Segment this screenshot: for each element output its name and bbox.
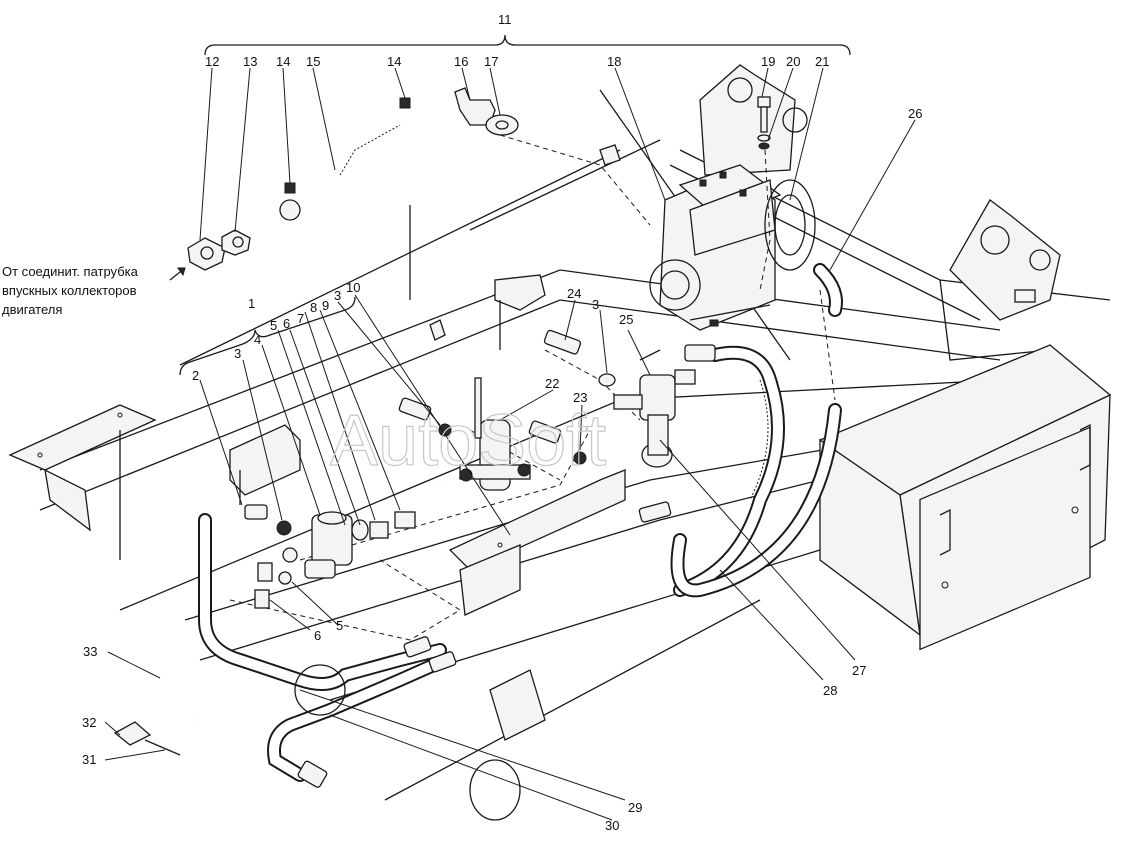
- callout-3: 3: [234, 346, 241, 361]
- callout-18: 18: [607, 54, 621, 69]
- callout-29: 29: [628, 800, 642, 815]
- callout-21: 21: [815, 54, 829, 69]
- callout-numbers: 11 12 13 14 15 14 16 17 18 19 20 21 26 1…: [82, 12, 922, 833]
- callout-31: 31: [82, 752, 96, 767]
- callout-24: 24: [567, 286, 581, 301]
- callout-17: 17: [484, 54, 498, 69]
- bolt-19: [757, 96, 771, 150]
- callout-11: 11: [498, 12, 512, 27]
- clamp: [113, 663, 196, 756]
- callout-2: 2: [192, 368, 199, 383]
- note-line-3: двигателя: [2, 302, 62, 317]
- callout-7: 7: [297, 311, 304, 326]
- callout-32: 32: [82, 715, 96, 730]
- callout-6: 6: [283, 316, 290, 331]
- callout-3: 3: [592, 297, 599, 312]
- callout-5: 5: [270, 318, 277, 333]
- callout-16: 16: [454, 54, 468, 69]
- note-line-2: впускных коллекторов: [2, 283, 137, 298]
- callout-33: 33: [83, 644, 97, 659]
- watermark: AutoSoft: [330, 401, 606, 481]
- callout-6: 6: [314, 628, 321, 643]
- callout-20: 20: [786, 54, 800, 69]
- note-line-1: От соединит. патрубка: [2, 264, 139, 279]
- callout-5: 5: [336, 618, 343, 633]
- callout-28: 28: [823, 683, 837, 698]
- callout-23: 23: [573, 390, 587, 405]
- callout-15: 15: [306, 54, 320, 69]
- compressor: [649, 64, 816, 331]
- callout-3: 3: [334, 288, 341, 303]
- pipe-assembly: [169, 86, 519, 281]
- rear-bracket: [949, 199, 1061, 321]
- tank: [818, 344, 1112, 651]
- callout-14: 14: [276, 54, 290, 69]
- callout-30: 30: [605, 818, 619, 833]
- braces: [179, 34, 851, 376]
- callout-22: 22: [545, 376, 559, 391]
- callout-4: 4: [254, 332, 261, 347]
- support-brackets: [429, 144, 621, 741]
- hoses: [198, 263, 843, 821]
- callout-1: 1: [248, 296, 255, 311]
- callout-19: 19: [761, 54, 775, 69]
- callout-25: 25: [619, 312, 633, 327]
- callout-10: 10: [346, 280, 360, 295]
- leaders: [104, 67, 916, 821]
- callout-8: 8: [310, 300, 317, 315]
- callout-27: 27: [852, 663, 866, 678]
- callout-12: 12: [205, 54, 219, 69]
- callout-9: 9: [322, 298, 329, 313]
- callout-26: 26: [908, 106, 922, 121]
- callout-14: 14: [387, 54, 401, 69]
- callout-13: 13: [243, 54, 257, 69]
- valve-group: [229, 274, 696, 616]
